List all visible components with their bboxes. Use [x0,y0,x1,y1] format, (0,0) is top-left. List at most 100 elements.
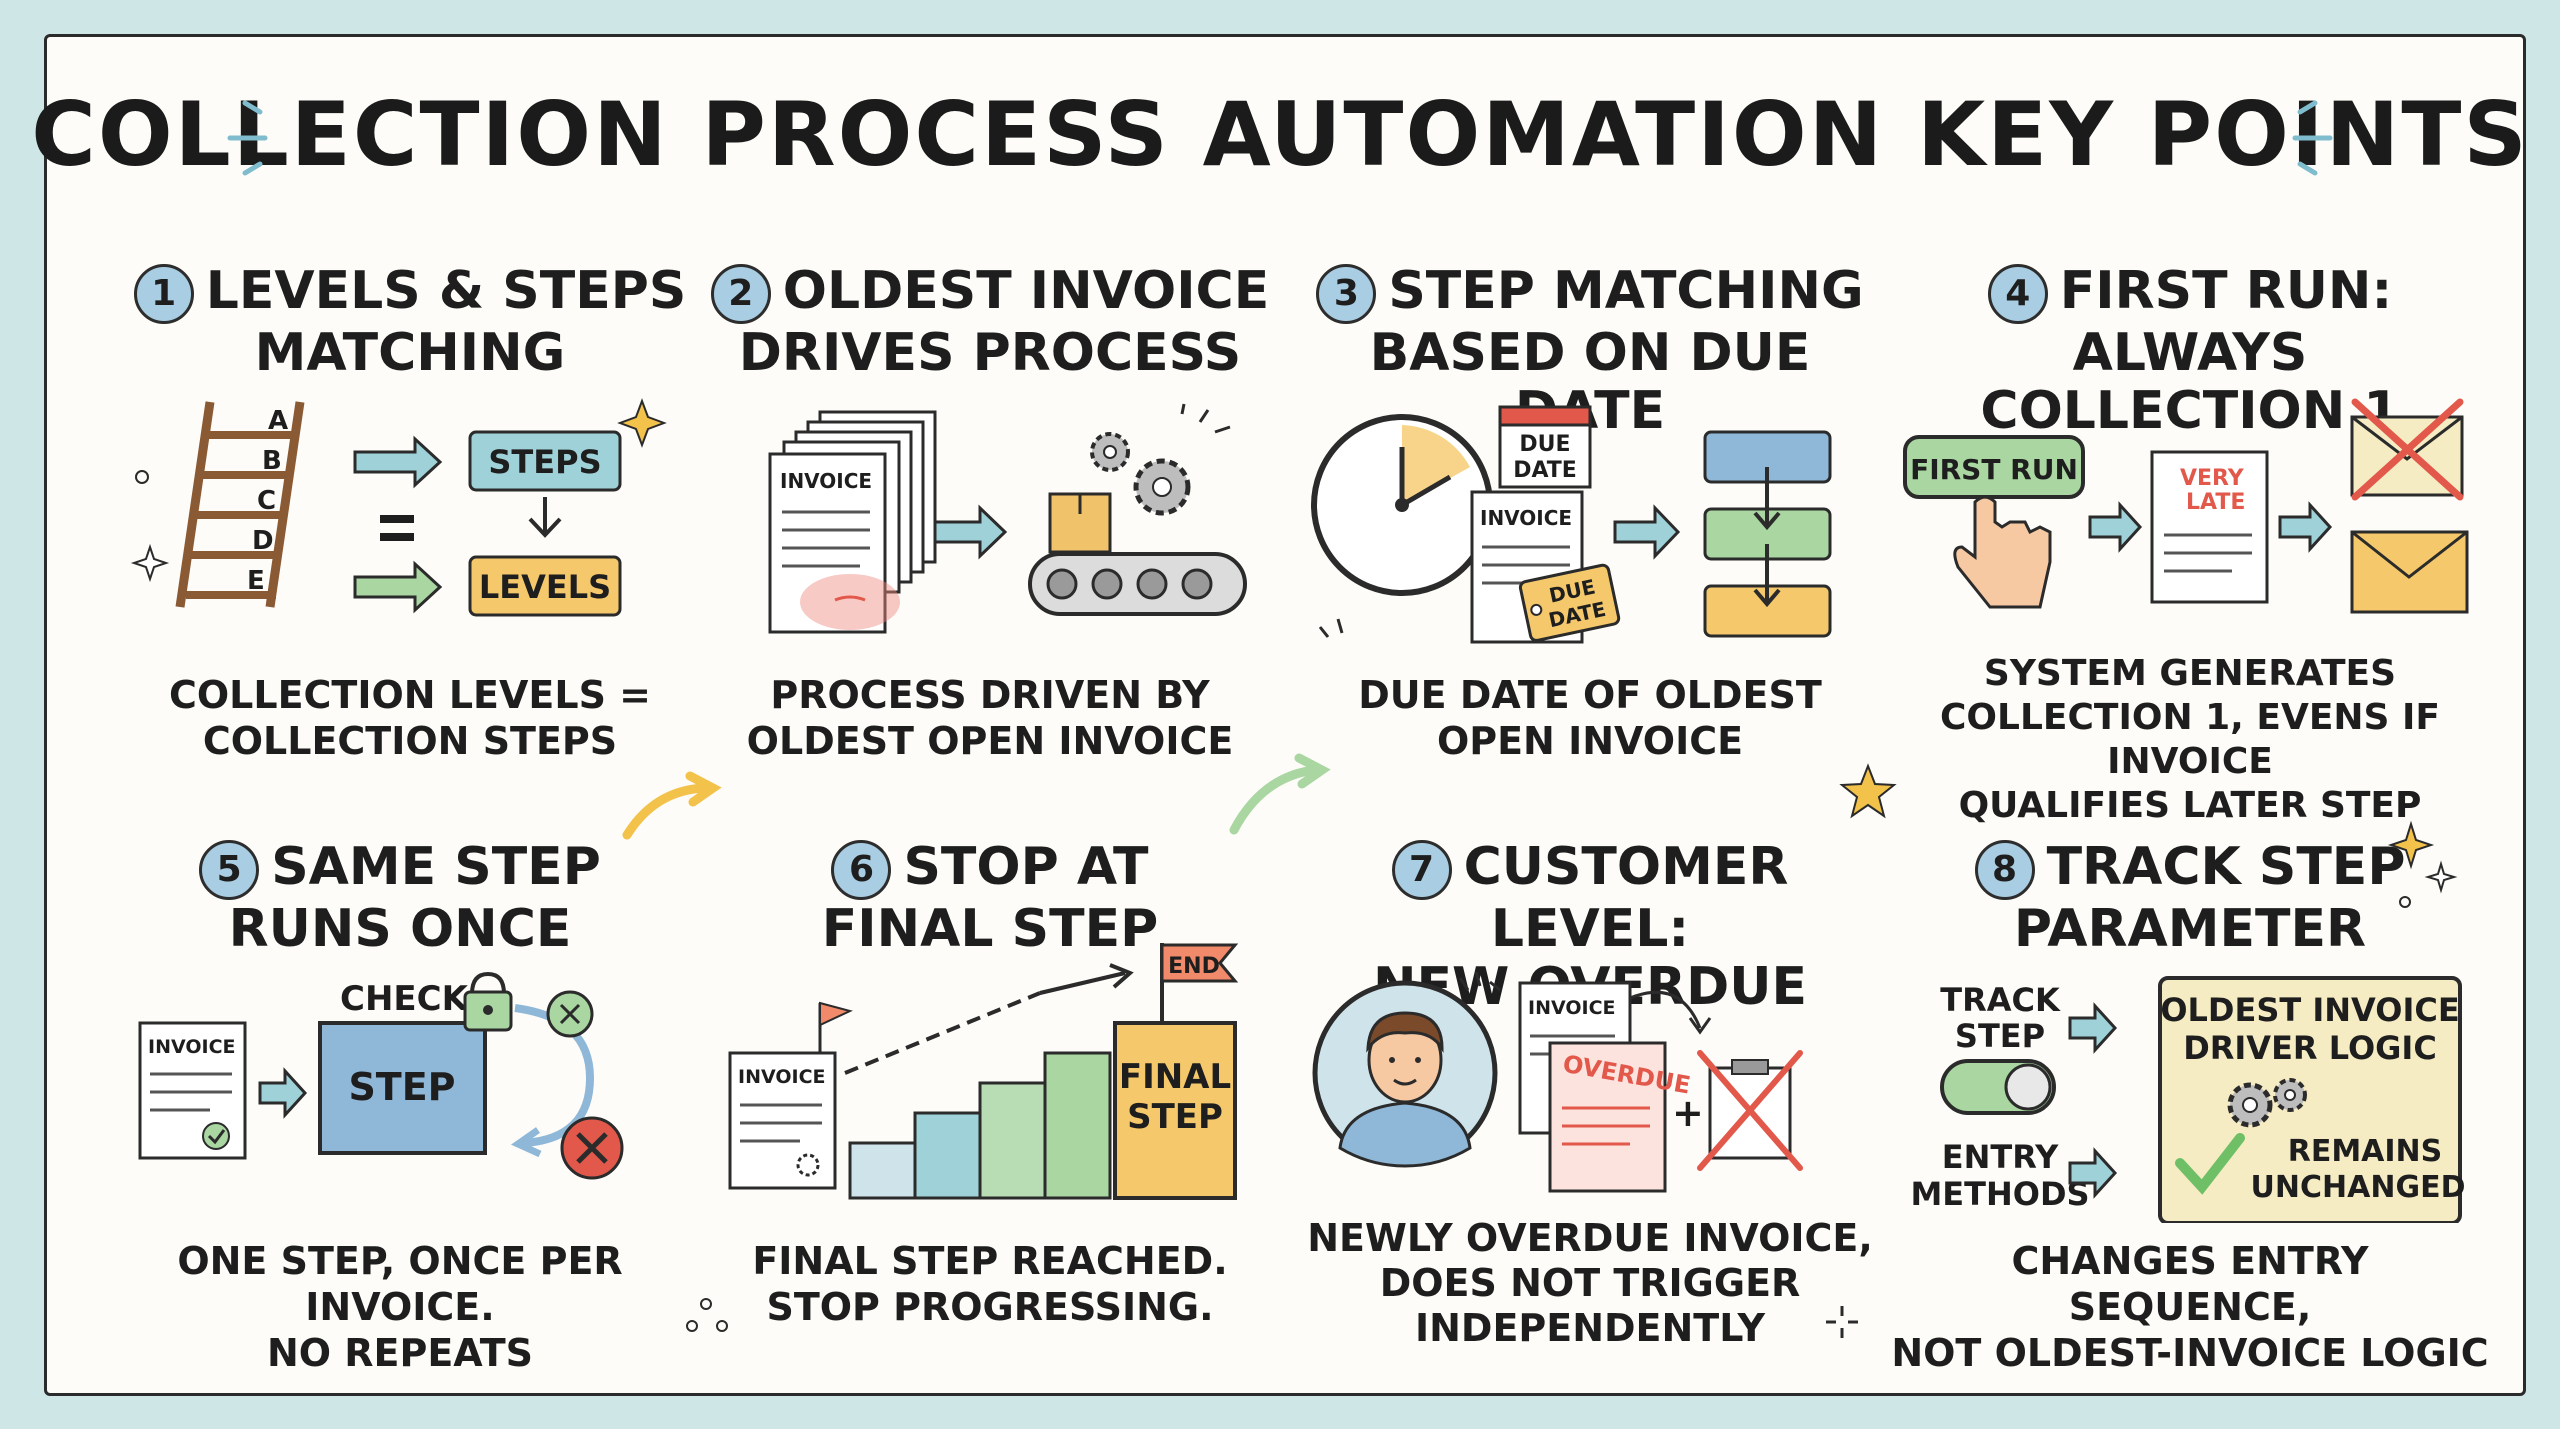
very-late-document-icon: VERY LATE [2150,450,2269,604]
gears-icon [1090,432,1191,516]
arrow-right-icon [353,560,443,614]
pointing-hand-icon [1953,495,2052,609]
arrow-right-icon [933,504,1008,560]
track-step-label: TRACK [1940,981,2061,1019]
caption-line: STOP PROGRESSING. [766,1285,1214,1329]
run-once-check-illustration: INVOICE CHECK STEP [138,971,624,1180]
check-label: CHECK [340,979,470,1019]
flag-icon [819,1001,853,1027]
panel-1-caption: COLLECTION LEVELS = COLLECTION STEPS [110,672,710,764]
stacked-steps-icon [1703,430,1832,638]
calendar-label: DATE [1513,458,1577,483]
ladder-label: D [252,526,274,556]
crossed-envelope-icon [2350,398,2464,501]
calendar-label: DUE [1519,432,1570,457]
panel-title-line: STOP AT [903,837,1149,897]
caption-line: INDEPENDENTLY [1414,1306,1766,1350]
panel-title-line: FIRST RUN: ALWAYS [2059,261,2393,383]
steps-box-label: STEPS [488,443,601,481]
toggle-switch-icon [1940,1059,2056,1115]
caption-line: NO REPEATS [266,1331,534,1375]
first-run-button: FIRST RUN [1903,435,2085,499]
oldest-invoice-conveyor-illustration: INVOICE [768,403,1247,634]
caption-line: SYSTEM GENERATES [1983,653,2397,694]
title-row: COLLECTION PROCESS AUTOMATION KEY POINTS [0,80,2560,190]
ladder-label: C [257,486,276,516]
dots-icon [686,1298,728,1332]
steps-box [468,430,622,492]
caption-line: CHANGES ENTRY SEQUENCE, [2011,1239,2369,1329]
first-run-illustration: FIRST RUN VERY LATE [1903,398,2469,614]
invoice-document-icon: INVOICE [138,1021,247,1160]
equals-icon [380,515,414,523]
invoice-label: INVOICE [780,469,872,493]
end-flag-icon [1160,943,1239,983]
step-number-badge: 7 [1391,840,1452,900]
crossed-clipboard-icon [1697,1050,1803,1171]
arrow-right-icon [1613,504,1681,560]
panel-6-caption: FINAL STEP REACHED. STOP PROGRESSING. [690,1238,1290,1330]
dot-icon [135,470,149,484]
caption-line: NOT OLDEST-INVOICE LOGIC [1891,1331,2489,1375]
arrow-right-icon [2278,501,2333,553]
caption-line: FINAL STEP REACHED. [752,1239,1228,1283]
caption-line: PROCESS DRIVEN BY [770,673,1210,717]
step-box: STEP [318,1021,487,1155]
panel-5-caption: ONE STEP, ONCE PER INVOICE. NO REPEATS [100,1238,700,1376]
step-number-badge: 3 [1316,264,1377,324]
plus-icon: + [1672,1091,1704,1135]
final-step-label: STEP [1127,1097,1223,1137]
sparkle-icon [130,543,170,583]
step-number-badge: 2 [710,264,771,324]
caption-line: DOES NOT TRIGGER [1379,1261,1801,1305]
panel-title-line: RUNS ONCE [228,899,572,959]
ladder-icon: A B C D E [175,401,305,608]
arrow-up-right-icon [1109,963,1134,989]
sparkle-icon [617,398,667,448]
very-late-label: LATE [2186,490,2245,515]
ladder-label: A [268,406,288,436]
step-number-badge: 4 [1987,264,2048,324]
driver-logic-label: OLDEST INVOICE [2160,991,2459,1029]
arrow-right-icon [2068,1147,2118,1199]
panel-title-line: PARAMETER [2013,899,2367,959]
ladder-label: B [262,446,282,476]
clock-icon [1311,414,1493,596]
arrow-right-icon [258,1067,308,1119]
checkmark-icon [2175,1133,2245,1195]
invoice-label: INVOICE [738,1066,826,1088]
conveyor-belt-icon [1028,492,1247,616]
arrow-right-icon [2088,501,2143,553]
track-step-parameter-illustration: TRACK STEP ENTRY METHODS OLDEST INVOICE … [1910,976,2465,1223]
caption-line: QUALIFIES LATER STEP [1958,785,2422,826]
sparkle-lines-left-icon [227,100,268,176]
driver-logic-box [2158,976,2462,1223]
gears-icon [2227,1078,2307,1128]
arrow-down-icon [528,497,562,538]
ladder-label: E [247,566,265,596]
panel-title-line: STEP MATCHING [1388,261,1864,321]
panel-title-line: OLDEST INVOICE [782,261,1270,321]
cancel-circle-icon [560,1116,624,1180]
entry-methods-label: ENTRY [1942,1138,2059,1176]
driver-logic-label: DRIVER LOGIC [2183,1029,2437,1067]
check-circle-icon [546,990,594,1038]
step-number-badge: 6 [831,840,892,900]
step-number-badge: 1 [133,264,194,324]
caption-line: DUE DATE OF OLDEST [1358,673,1822,717]
step-number-badge: 8 [1974,840,2035,900]
final-step-box [1113,1021,1237,1200]
customer-avatar-icon [1312,980,1498,1168]
levels-box [468,555,622,617]
arrow-right-icon [2068,1002,2118,1054]
caption-line: COLLECTION STEPS [202,719,618,763]
